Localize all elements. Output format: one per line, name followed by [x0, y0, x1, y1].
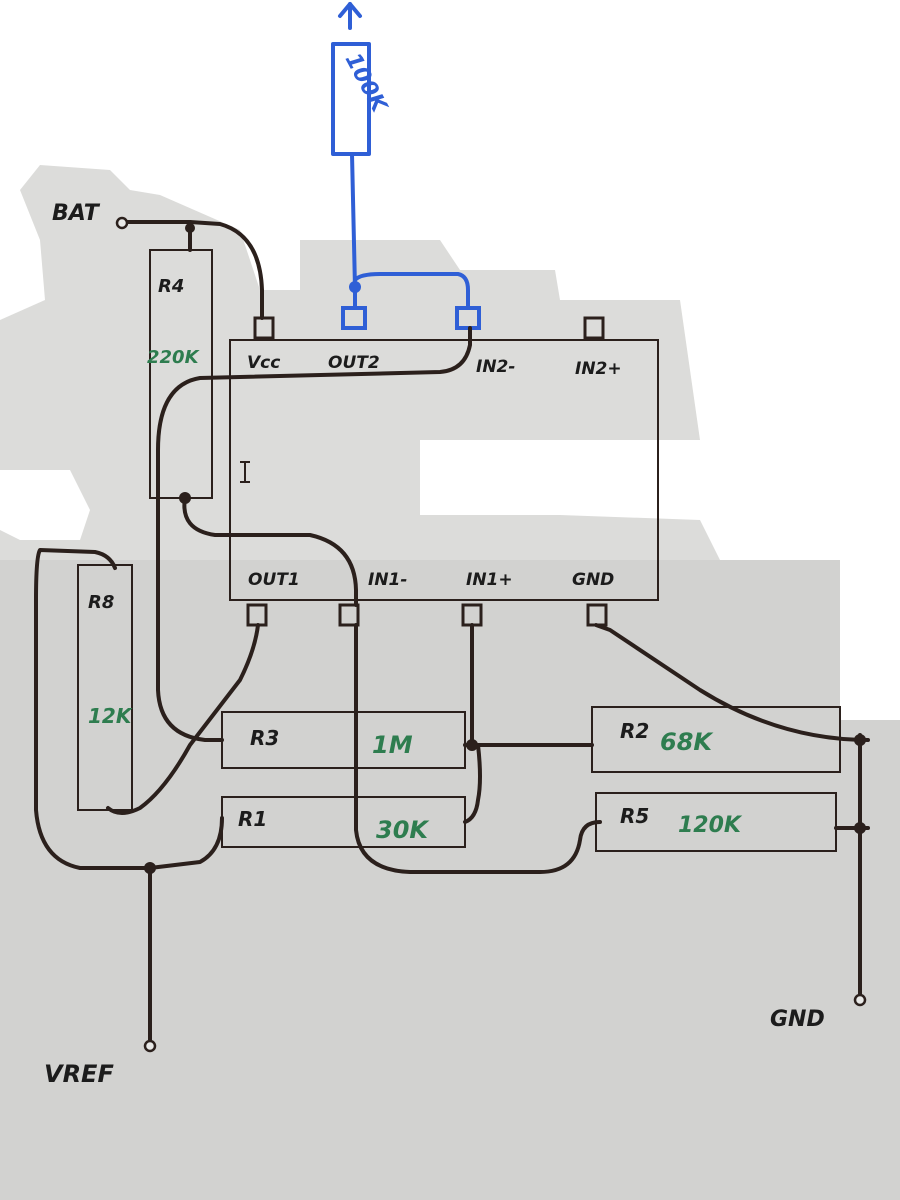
junctions [144, 223, 866, 874]
wire-out1-r8 [106, 623, 260, 815]
resistor-r5-value: 120K [678, 813, 743, 838]
resistor-r2-name: R2 [620, 719, 649, 743]
resistor-r2-value: 68K [660, 728, 714, 756]
resistor-r3-name: R3 [250, 726, 279, 750]
left-lower-mask [0, 470, 90, 540]
wire-node-r1 [463, 743, 482, 824]
pin-label-in2minus: IN2- [476, 357, 515, 377]
pullup-arrow-head [338, 2, 362, 18]
wires [34, 220, 870, 1047]
ic-outline [229, 339, 659, 601]
resistor-r8-name: R8 [88, 592, 114, 613]
junction-gnd-r2 [854, 734, 866, 746]
wire-r8-vref-r1 [34, 548, 224, 870]
terminals [115, 216, 867, 1053]
junction-gnd-r5 [854, 822, 866, 834]
paper-shadow [0, 560, 900, 1200]
resistor-r5-name: R5 [620, 804, 649, 828]
pin-label-in1plus: IN1+ [466, 570, 513, 590]
pullup-wire-in2minus [353, 272, 470, 310]
resistor-r8-value: 12K [88, 704, 133, 728]
label-bat: BAT [52, 201, 101, 226]
top-mask [0, 0, 900, 720]
pin-label-in1minus: IN1- [368, 570, 407, 590]
left-mask [0, 190, 45, 320]
wire-bat-vcc [123, 220, 264, 320]
resistor-r4-value: 220K [147, 347, 201, 368]
junction-r4-top [185, 223, 195, 233]
wire-gnd-r2 [594, 623, 870, 742]
resistor-r1-name: R1 [238, 807, 267, 831]
pullup-junction [349, 281, 361, 293]
junction-r4-bottom [179, 492, 191, 504]
terminal-vref [143, 1039, 157, 1053]
resistor-r1-value: 30K [376, 816, 430, 844]
resistor-r3-value: 1M [372, 731, 413, 759]
junction-vref [144, 862, 156, 874]
pin-label-vcc: Vcc [247, 353, 280, 373]
pin-label-out1: OUT1 [248, 570, 300, 590]
resistor-r4-name: R4 [158, 276, 184, 297]
pin-label-in2plus: IN2+ [575, 359, 622, 379]
label-gnd: GND [770, 1007, 825, 1032]
wire-in1minus-r5 [354, 623, 602, 874]
redaction-masks [0, 0, 900, 720]
junction-in1plus [466, 739, 478, 751]
terminal-bat [115, 216, 129, 230]
pin-label-out2: OUT2 [328, 353, 380, 373]
resistor-r8-body [77, 564, 133, 811]
wire-in2minus-r3 [156, 326, 472, 742]
pin-in1minus-stub [338, 603, 360, 627]
pin-in2plus-stub [583, 316, 605, 340]
pin-label-gnd: GND [572, 570, 614, 590]
wire-r4-in1minus [182, 496, 358, 607]
middle-mask [420, 445, 700, 515]
label-vref: VREF [44, 1060, 114, 1088]
terminal-gnd [853, 993, 867, 1007]
